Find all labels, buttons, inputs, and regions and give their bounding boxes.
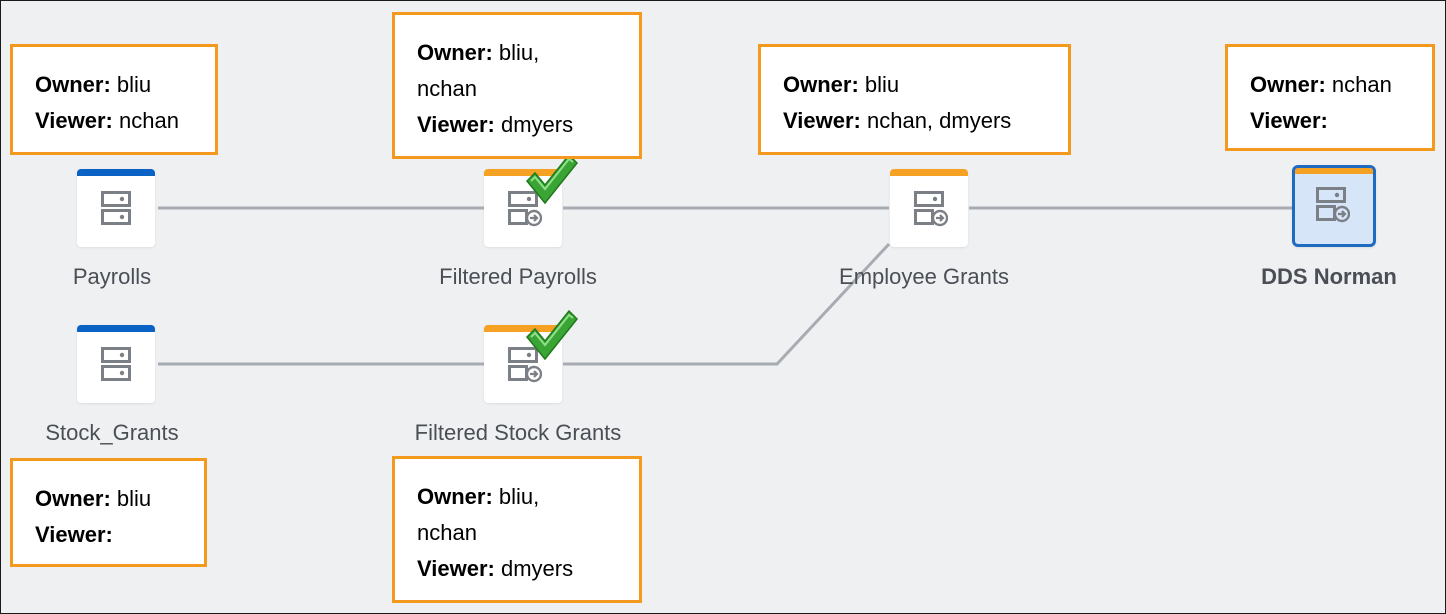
owner-value-continued: nchan <box>417 76 477 101</box>
viewer-value: nchan <box>118 108 179 133</box>
node-payrolls[interactable] <box>77 169 155 247</box>
owner-value: bliu <box>116 486 152 511</box>
viewer-line: Viewer: nchan <box>35 103 193 139</box>
owner-value: bliu <box>116 72 152 97</box>
viewer-line: Viewer: dmyers <box>417 551 617 587</box>
node-status-bar <box>77 169 155 176</box>
permissions-callout-employee-grants: Owner: bliu Viewer: nchan, dmyers <box>758 44 1071 155</box>
viewer-value: dmyers <box>500 112 574 137</box>
node-employee-grants[interactable] <box>890 169 968 247</box>
owner-label: Owner: <box>783 72 859 97</box>
owner-line: Owner: bliu, <box>417 35 617 71</box>
owner-line: Owner: bliu <box>783 67 1046 103</box>
permissions-callout-filtered-payrolls: Owner: bliu, nchan Viewer: dmyers <box>392 12 642 159</box>
viewer-label: Viewer: <box>35 108 113 133</box>
viewer-label: Viewer: <box>1250 108 1328 133</box>
node-label-dds-norman: DDS Norman <box>1261 264 1397 289</box>
viewer-line: Viewer: <box>35 517 182 553</box>
node-dds-norman[interactable] <box>1292 165 1376 247</box>
viewer-label: Viewer: <box>35 522 113 547</box>
database-export-icon <box>508 191 542 227</box>
node-stock-grants[interactable] <box>77 325 155 403</box>
permissions-callout-stock-grants: Owner: bliu Viewer: <box>10 458 207 567</box>
permissions-callout-dds-norman: Owner: nchan Viewer: <box>1225 44 1435 151</box>
viewer-line: Viewer: dmyers <box>417 107 617 143</box>
checkmark-icon <box>525 153 579 205</box>
node-label-payrolls: Payrolls <box>72 264 152 289</box>
viewer-value: dmyers <box>500 556 574 581</box>
checkmark-icon <box>525 309 579 361</box>
node-label-stock-grants: Stock_Grants <box>45 420 179 445</box>
owner-line: Owner: bliu, <box>417 479 617 515</box>
database-export-icon <box>1316 187 1350 223</box>
edge-filtered-stock-grants-to-employee-grants <box>563 242 891 366</box>
node-status-bar <box>77 325 155 332</box>
permissions-callout-filtered-stock-grants: Owner: bliu, nchan Viewer: dmyers <box>392 456 642 603</box>
node-filtered-stock-grants[interactable] <box>484 325 562 403</box>
node-status-bar <box>484 169 562 176</box>
owner-value: bliu <box>864 72 900 97</box>
database-export-icon <box>914 191 948 227</box>
owner-value: nchan <box>1331 72 1392 97</box>
owner-line: Owner: bliu <box>35 481 182 517</box>
node-label-filtered-stock-grants: Filtered Stock Grants <box>414 420 622 445</box>
viewer-line: Viewer: nchan, dmyers <box>783 103 1046 139</box>
database-icon <box>101 347 131 381</box>
viewer-value: nchan, dmyers <box>866 108 1012 133</box>
owner-label: Owner: <box>35 72 111 97</box>
viewer-line: Viewer: <box>1250 103 1410 139</box>
viewer-label: Viewer: <box>417 556 495 581</box>
node-status-bar <box>890 169 968 176</box>
database-icon <box>101 191 131 225</box>
node-status-bar <box>484 325 562 332</box>
viewer-label: Viewer: <box>417 112 495 137</box>
owner-line: Owner: nchan <box>1250 67 1410 103</box>
owner-label: Owner: <box>417 40 493 65</box>
owner-label: Owner: <box>35 486 111 511</box>
owner-value: bliu, <box>498 484 540 509</box>
node-filtered-payrolls[interactable] <box>484 169 562 247</box>
permissions-callout-payrolls: Owner: bliu Viewer: nchan <box>10 44 218 155</box>
owner-line: Owner: bliu <box>35 67 193 103</box>
node-label-employee-grants: Employee Grants <box>839 264 1009 289</box>
database-export-icon <box>508 347 542 383</box>
owner-value: bliu, <box>498 40 540 65</box>
owner-label: Owner: <box>417 484 493 509</box>
owner-label: Owner: <box>1250 72 1326 97</box>
node-status-bar <box>1295 168 1373 174</box>
owner-value-continued: nchan <box>417 520 477 545</box>
node-label-filtered-payrolls: Filtered Payrolls <box>439 264 597 289</box>
viewer-label: Viewer: <box>783 108 861 133</box>
